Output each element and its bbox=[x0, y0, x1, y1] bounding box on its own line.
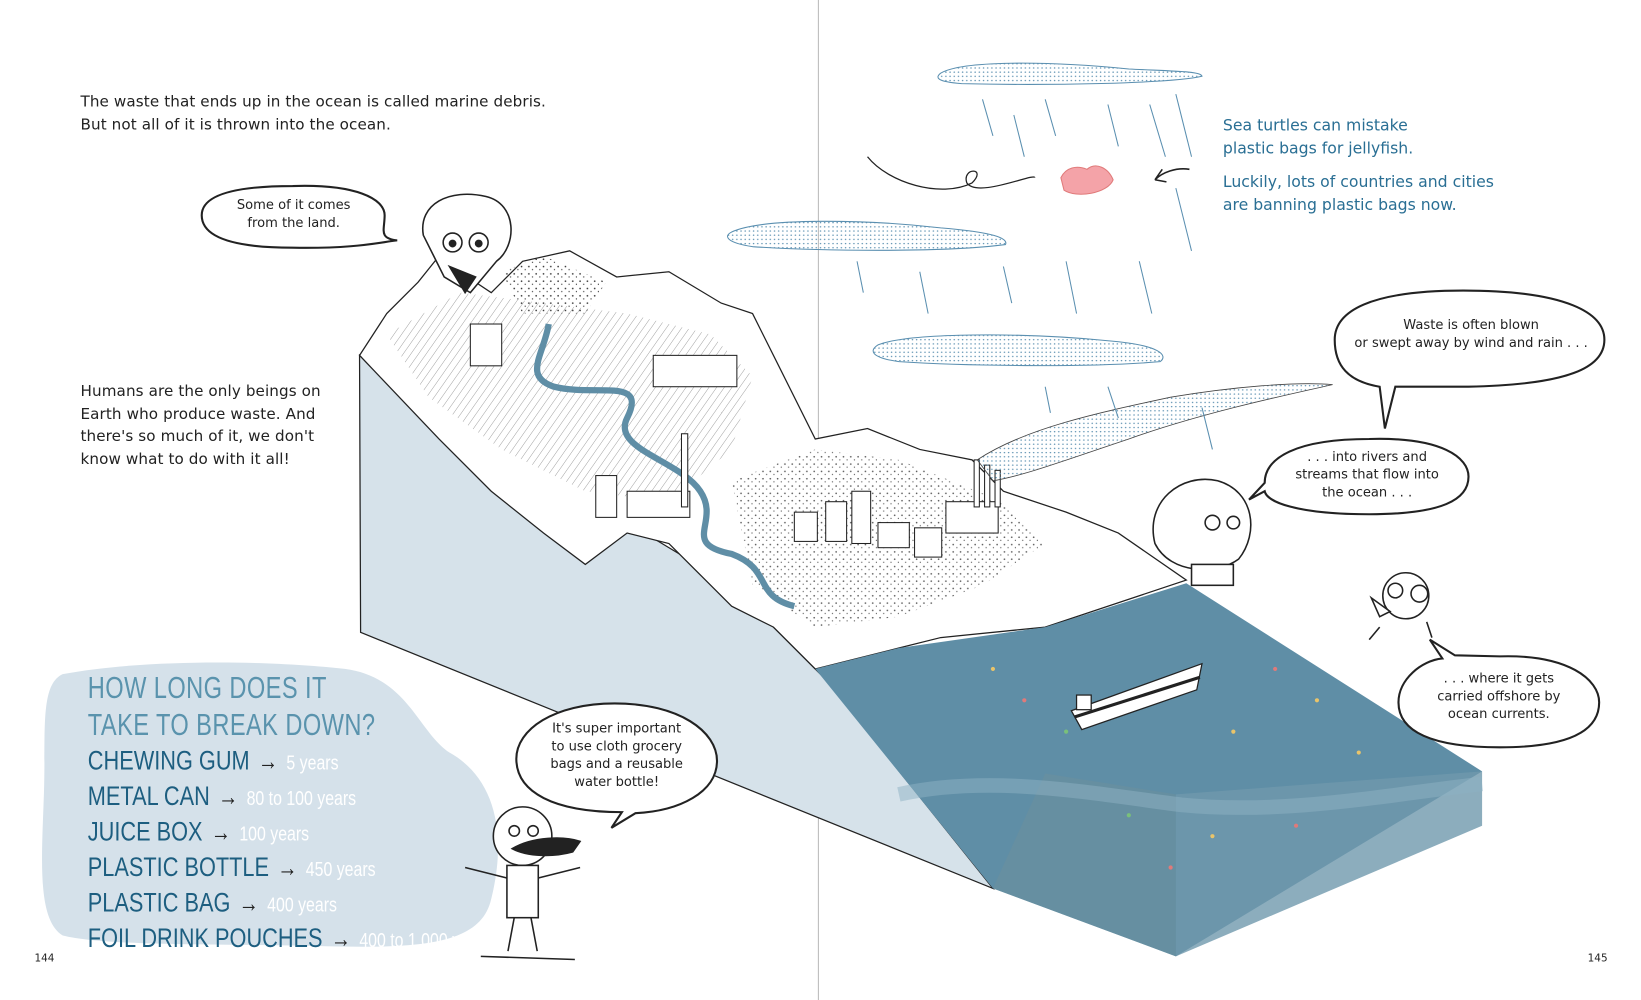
breakdown-time: 450 years bbox=[305, 859, 376, 882]
paragraph-line: Earth who produce waste. And bbox=[80, 406, 316, 423]
breakdown-heading: HOW LONG DOES IT bbox=[87, 672, 327, 706]
arrow-icon: → bbox=[277, 853, 298, 883]
intro-line: The waste that ends up in the ocean is c… bbox=[80, 94, 546, 111]
humans-paragraph: Humans are the only beings on Earth who … bbox=[80, 381, 320, 471]
bubble-currents-outline bbox=[1397, 638, 1601, 749]
arrow-icon: → bbox=[218, 782, 239, 812]
character-bottom bbox=[464, 806, 582, 961]
arrow-icon bbox=[1154, 168, 1190, 183]
bubble-line: the ocean . . . bbox=[1322, 483, 1413, 500]
page-number-right: 145 bbox=[1587, 953, 1608, 965]
bubble-line: streams that flow into bbox=[1295, 466, 1439, 482]
breakdown-item: FOIL DRINK POUCHES bbox=[87, 921, 323, 954]
ban-note: Luckily, lots of countries and cities ar… bbox=[1223, 171, 1494, 216]
note-line: are banning plastic bags now. bbox=[1222, 194, 1457, 214]
bubble-line: water bottle! bbox=[574, 773, 660, 790]
breakdown-item: METAL CAN bbox=[87, 779, 210, 812]
bubble-line: bags and a reusable bbox=[550, 755, 683, 772]
ocean-side bbox=[992, 773, 1176, 957]
breakdown-row: PLASTIC BOTTLE→ 450 years bbox=[88, 851, 491, 887]
character-small bbox=[1368, 571, 1433, 641]
paragraph-line: know what to do with it all! bbox=[80, 451, 290, 468]
character-top bbox=[421, 193, 512, 295]
paragraph-line: there's so much of it, we don't bbox=[80, 428, 315, 446]
note-line: Luckily, lots of countries and cities bbox=[1222, 172, 1494, 192]
town bbox=[469, 323, 1001, 558]
intro-text: The waste that ends up in the ocean is c… bbox=[80, 92, 545, 137]
bubble-line: or swept away by wind and rain . . . bbox=[1354, 334, 1588, 351]
breakdown-item: PLASTIC BOTTLE bbox=[87, 850, 270, 883]
bubble-currents: . . . where it gets carried offshore by … bbox=[1409, 669, 1589, 722]
bubble-line: . . . where it gets bbox=[1443, 669, 1555, 686]
bubble-tip-outline bbox=[515, 702, 719, 829]
bubble-line: from the land. bbox=[247, 214, 340, 230]
arrow-icon: → bbox=[210, 818, 231, 847]
cloud bbox=[872, 334, 1164, 367]
page-number-left: 144 bbox=[34, 953, 55, 965]
bubble-tip: It's super important to use cloth grocer… bbox=[528, 719, 706, 790]
river bbox=[533, 323, 796, 610]
note-line: plastic bags for jellyfish. bbox=[1222, 138, 1414, 158]
bubble-rivers: . . . into rivers and streams that flow … bbox=[1277, 447, 1457, 500]
bubble-wind: Waste is often blown or swept away by wi… bbox=[1343, 316, 1599, 352]
paragraph-line: Humans are the only beings on bbox=[80, 383, 321, 401]
breakdown-time: 80 to 100 years bbox=[246, 788, 357, 811]
breakdown-item: PLASTIC BAG bbox=[87, 886, 231, 918]
ocean-current bbox=[897, 776, 1483, 815]
wind-line bbox=[867, 156, 1036, 190]
debris bbox=[990, 666, 1414, 870]
bubble-line: . . . into rivers and bbox=[1307, 448, 1428, 465]
arrow-icon: → bbox=[257, 747, 279, 776]
bubble-line: ocean currents. bbox=[1447, 705, 1550, 722]
breakdown-row: PLASTIC BAG→ 400 years bbox=[88, 886, 491, 922]
breakdown-item: CHEWING GUM bbox=[87, 744, 250, 776]
bubble-line: carried offshore by bbox=[1437, 687, 1561, 704]
forest bbox=[501, 256, 607, 314]
bubble-wind-outline bbox=[1333, 289, 1606, 429]
breakdown-time: 5 years bbox=[286, 752, 339, 775]
intro-line: But not all of it is thrown into the oce… bbox=[80, 116, 391, 134]
breakdown-time: 400 to 1,000 years bbox=[359, 930, 491, 953]
bubble-land: Some of it comes from the land. bbox=[209, 195, 378, 231]
cloud bbox=[727, 220, 1007, 251]
bubble-land-outline bbox=[200, 184, 398, 249]
turtle-note: Sea turtles can mistake plastic bags for… bbox=[1223, 115, 1413, 160]
breakdown-item: JUICE BOX bbox=[87, 815, 203, 847]
breakdown-row: CHEWING GUM→ 5 years bbox=[88, 744, 491, 780]
breakdown-row: JUICE BOX→ 100 years bbox=[88, 815, 491, 851]
bubble-line: It's super important bbox=[552, 720, 682, 736]
breakdown-blob bbox=[42, 662, 499, 947]
cargo-ship bbox=[1070, 662, 1203, 731]
arrow-icon: → bbox=[238, 889, 259, 918]
bubble-line: Waste is often blown bbox=[1403, 316, 1539, 333]
smoke bbox=[976, 383, 1333, 482]
rain bbox=[856, 93, 1213, 450]
character-right bbox=[1152, 478, 1252, 587]
ocean-front bbox=[1175, 771, 1483, 957]
breakdown-row: METAL CAN → 80 to 100 years bbox=[88, 780, 491, 816]
breakdown-time: 400 years bbox=[267, 894, 337, 917]
cloud bbox=[937, 62, 1203, 85]
bubble-line: to use cloth grocery bbox=[551, 737, 682, 754]
breakdown-panel: HOW LONG DOES IT TAKE TO BREAK DOWN? CHE… bbox=[88, 671, 592, 957]
breakdown-time: 100 years bbox=[239, 823, 310, 846]
plastic-bag-icon bbox=[1060, 165, 1114, 195]
bubble-rivers-outline bbox=[1248, 437, 1470, 516]
breakdown-heading: TAKE TO BREAK DOWN? bbox=[87, 708, 376, 743]
arrow-icon: → bbox=[330, 925, 351, 954]
bubble-line: Some of it comes bbox=[236, 196, 351, 213]
note-line: Sea turtles can mistake bbox=[1222, 116, 1408, 135]
breakdown-row: FOIL DRINK POUCHES→ 400 to 1,000 years bbox=[88, 922, 491, 958]
